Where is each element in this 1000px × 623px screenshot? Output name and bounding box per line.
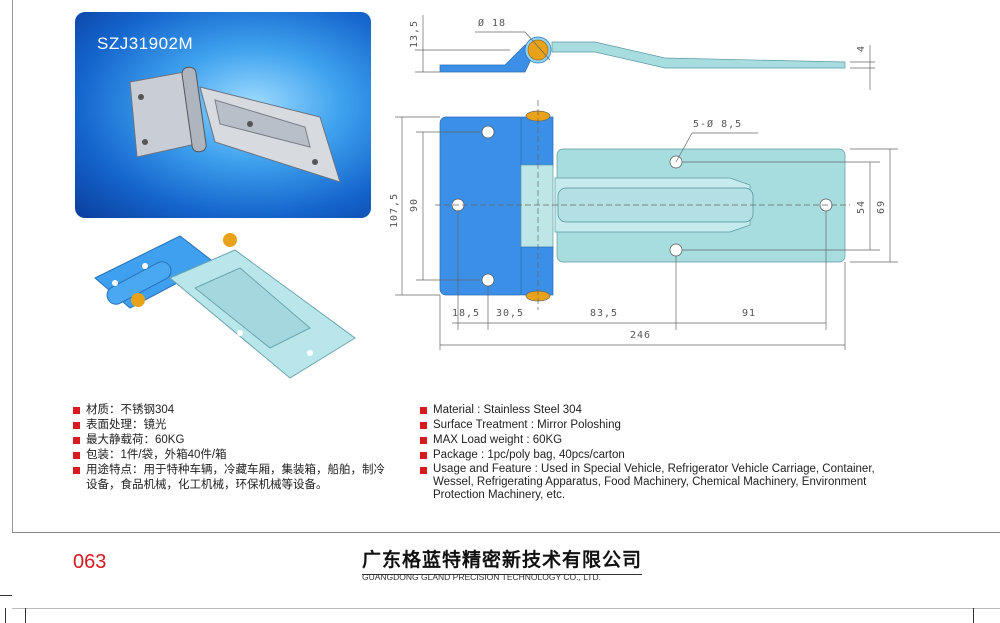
technical-drawing: 13,5 Ø 18 4 5-Ø 8,5 107,5 90 54 69 18,5 … (389, 15, 898, 350)
spec-en-item: MAX Load weight : 60KG (420, 433, 880, 448)
crop-mark (25, 608, 26, 623)
spec-en-item: Surface Treatment : Mirror Poloshing (420, 418, 880, 433)
product-photo: SZJ31902M (75, 12, 371, 218)
hinge-3d-render (94, 233, 356, 379)
dim-d1: 18,5 (452, 308, 480, 319)
company-name-en: GUANGDONG GLAND PRECISION TECHNOLOGY CO.… (362, 572, 601, 582)
dim-d2: 30,5 (496, 308, 524, 319)
crop-mark (973, 608, 974, 623)
crop-mark (0, 595, 12, 596)
dim-left-hole-span: 90 (409, 198, 420, 212)
spec-cn-item: 材质：不锈钢304 (73, 403, 403, 418)
footer-top-rule (12, 532, 1000, 533)
dim-d4: 91 (742, 308, 756, 319)
page-left-border (12, 0, 13, 532)
dim-overall-length: 246 (630, 330, 651, 341)
dim-overall-height: 107,5 (389, 193, 400, 228)
company-name-cn: 广东格蓝特精密新技术有限公司 (362, 545, 643, 575)
spec-en-item: Usage and Feature : Used in Special Vehi… (420, 463, 880, 502)
footer-bottom-rule (12, 608, 1000, 609)
spec-cn-item: 最大静载荷：60KG (73, 433, 403, 448)
dim-pin-dia: Ø 18 (478, 17, 506, 29)
specs-cn-list: 材质：不锈钢304 表面处理：镜光 最大静载荷：60KG 包装：1件/袋，外箱4… (73, 403, 403, 493)
dim-right-hole-span: 54 (856, 200, 867, 214)
dim-height-side: 13,5 (409, 20, 420, 48)
specs-en-list: Material : Stainless Steel 304 Surface T… (420, 403, 880, 502)
crop-mark (5, 608, 6, 623)
hinge-photo-image (129, 66, 341, 183)
product-model: SZJ31902M (97, 34, 194, 53)
spec-cn-item: 表面处理：镜光 (73, 418, 403, 433)
spec-en-item: Material : Stainless Steel 304 (420, 403, 880, 418)
dim-right-plate-height: 69 (876, 200, 887, 214)
spec-en-item: Package : 1pc/poly bag, 40pcs/carton (420, 448, 880, 463)
dim-holes: 5-Ø 8,5 (693, 118, 742, 130)
spec-cn-item: 包装：1件/袋，外箱40件/箱 (73, 448, 403, 463)
spec-cn-item: 用途特点：用于特种车辆，冷藏车厢，集装箱，船舶，制冷设备，食品机械，化工机械，环… (73, 463, 393, 493)
dim-d3: 83,5 (590, 308, 618, 319)
page-number: 063 (73, 551, 107, 573)
dim-thickness: 4 (856, 45, 867, 52)
